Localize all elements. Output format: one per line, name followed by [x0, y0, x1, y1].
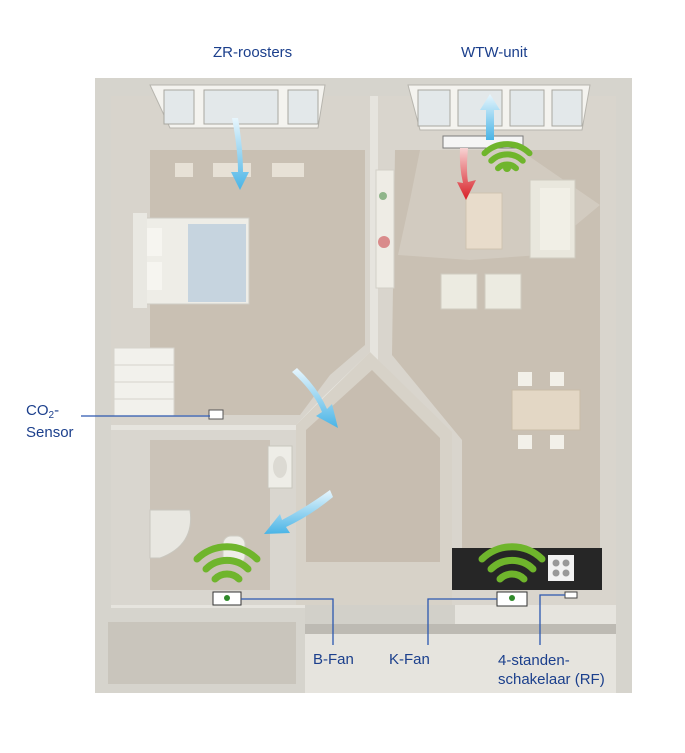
- shower: [149, 509, 192, 559]
- coffee-table: [465, 192, 503, 250]
- side-cabinet: [375, 169, 395, 289]
- armchair-2: [484, 273, 522, 310]
- co2-suffix: -: [54, 402, 60, 419]
- blue-airflow-arrow-icon: [231, 118, 249, 190]
- kitchen-counter: [452, 548, 602, 590]
- co2-subscript: 2: [48, 410, 55, 421]
- dresser: [113, 347, 175, 417]
- switch-label-line2: schakelaar (RF): [498, 671, 605, 688]
- switch-label-line1: 4-standen-: [498, 652, 570, 669]
- red-airflow-arrow-icon: [457, 148, 476, 200]
- wireless-signal-icon: [193, 543, 261, 583]
- b-fan-label: B-Fan: [313, 651, 354, 668]
- blue-airflow-arrow-icon: [480, 94, 500, 140]
- storage: [95, 605, 616, 693]
- sensor-label: Sensor: [26, 424, 74, 441]
- bedroom-windows: [149, 84, 326, 129]
- wireless-signal-icon: [478, 543, 546, 583]
- switch-label: 4-standen- schakelaar (RF): [498, 651, 605, 689]
- sofa: [529, 179, 576, 259]
- bathroom: [111, 430, 296, 606]
- co2-sensor-device: [208, 409, 224, 420]
- k-fan-label: K-Fan: [389, 651, 430, 668]
- armchair-1: [440, 273, 478, 310]
- co2-sensor-label: CO2- Sensor: [26, 402, 74, 441]
- wtw-unit-label: WTW-unit: [461, 44, 528, 61]
- bed: [133, 213, 250, 308]
- living-room: [375, 96, 616, 605]
- zr-roosters-label: ZR-roosters: [213, 44, 293, 61]
- co2-prefix: CO: [26, 402, 49, 419]
- blue-airflow-arrow-icon: [292, 368, 338, 428]
- living-room-windows: [407, 84, 591, 131]
- leader-lines: [81, 415, 565, 645]
- dining-table: [511, 372, 581, 449]
- blue-airflow-arrow-icon: [264, 490, 333, 534]
- switch-device: [564, 591, 578, 599]
- hallway: [296, 352, 452, 605]
